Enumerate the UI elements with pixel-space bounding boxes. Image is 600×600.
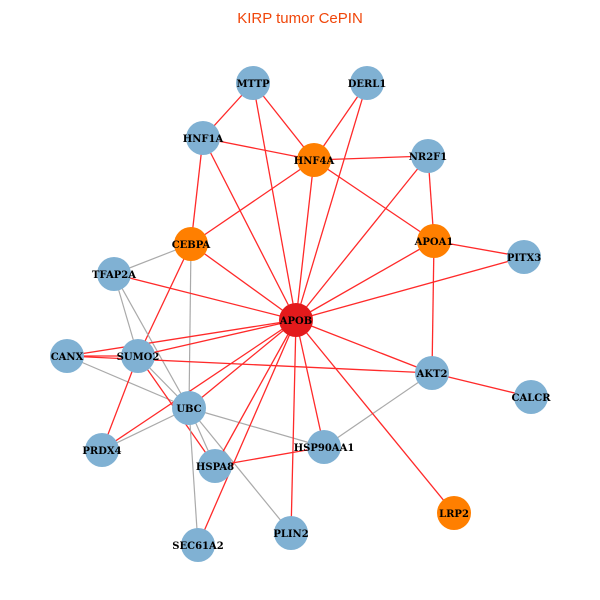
node-label: HSPA8 xyxy=(196,462,234,473)
node-circle xyxy=(198,449,232,483)
node-circle xyxy=(437,496,471,530)
edge-hsp90aa1-akt2 xyxy=(323,372,433,448)
node-calcr[interactable]: CALCR xyxy=(511,380,551,414)
node-apob[interactable]: APOB xyxy=(279,303,313,337)
node-label: NR2F1 xyxy=(409,152,447,163)
node-circle xyxy=(186,121,220,155)
node-apoa1[interactable]: APOA1 xyxy=(414,224,454,258)
node-circle xyxy=(172,391,206,425)
node-circle xyxy=(121,339,155,373)
node-akt2[interactable]: AKT2 xyxy=(415,356,449,390)
node-circle xyxy=(236,66,270,100)
edge-lrp2-apob xyxy=(295,319,455,514)
figure-title: KIRP tumor CePIN xyxy=(237,10,363,27)
edge-ubc-apob xyxy=(188,319,297,409)
node-tfap2a[interactable]: TFAP2A xyxy=(92,257,136,291)
edge-hnf1a-hnf4a xyxy=(202,137,315,161)
node-circle xyxy=(181,528,215,562)
node-label: AKT2 xyxy=(416,369,448,380)
node-label: TFAP2A xyxy=(92,270,136,281)
node-hnf1a[interactable]: HNF1A xyxy=(183,121,224,155)
node-prdx4[interactable]: PRDX4 xyxy=(82,433,122,467)
node-sec61a2[interactable]: SEC61A2 xyxy=(172,528,224,562)
node-circle xyxy=(50,339,84,373)
node-label: SEC61A2 xyxy=(172,541,223,552)
node-label: LRP2 xyxy=(439,509,469,520)
edge-sumo2-apob xyxy=(137,319,297,357)
edge-layer xyxy=(66,82,532,546)
node-circle xyxy=(507,240,541,274)
node-circle xyxy=(174,227,208,261)
node-hsp90aa1[interactable]: HSP90AA1 xyxy=(294,430,355,464)
edge-hspa8-apob xyxy=(214,319,297,467)
edge-hnf4a-apob xyxy=(295,159,315,321)
edge-plin2-apob xyxy=(290,319,297,534)
node-circle xyxy=(279,303,313,337)
edge-hnf4a-apoa1 xyxy=(313,159,435,242)
node-circle xyxy=(297,143,331,177)
edge-mttp-apob xyxy=(252,82,297,321)
edge-cebpa-apob xyxy=(190,243,297,321)
node-circle xyxy=(307,430,341,464)
node-circle xyxy=(350,66,384,100)
edge-apoa1-akt2 xyxy=(431,240,435,374)
node-circle xyxy=(85,433,119,467)
node-label: PITX3 xyxy=(507,253,541,264)
node-hspa8[interactable]: HSPA8 xyxy=(196,449,234,483)
edge-ubc-sec61a2 xyxy=(188,407,199,546)
edge-pitx3-apob xyxy=(295,256,525,321)
node-label: SUMO2 xyxy=(117,352,160,363)
node-circle xyxy=(274,516,308,550)
edge-apoa1-apob xyxy=(295,240,435,321)
node-label: PLIN2 xyxy=(273,529,308,540)
node-nr2f1[interactable]: NR2F1 xyxy=(409,139,447,173)
node-canx[interactable]: CANX xyxy=(50,339,84,373)
node-hnf4a[interactable]: HNF4A xyxy=(294,143,335,177)
node-label: CANX xyxy=(51,352,84,363)
edge-sec61a2-apob xyxy=(197,319,297,546)
edge-ubc-hsp90aa1 xyxy=(188,407,325,448)
edge-canx-apob xyxy=(66,319,297,357)
node-label: PRDX4 xyxy=(82,446,121,457)
node-label: DERL1 xyxy=(348,79,387,90)
edge-nr2f1-apob xyxy=(295,155,429,321)
node-label: APOA1 xyxy=(414,237,454,248)
node-label: HNF1A xyxy=(183,134,224,145)
node-ubc[interactable]: UBC xyxy=(172,391,206,425)
node-circle xyxy=(415,356,449,390)
edge-hnf4a-cebpa xyxy=(190,159,315,245)
node-circle xyxy=(97,257,131,291)
node-mttp[interactable]: MTTP xyxy=(236,66,270,100)
node-label: MTTP xyxy=(236,79,270,90)
node-circle xyxy=(411,139,445,173)
node-label: CALCR xyxy=(511,393,551,404)
node-label: HNF4A xyxy=(294,156,335,167)
node-label: HSP90AA1 xyxy=(294,443,355,454)
node-derl1[interactable]: DERL1 xyxy=(348,66,387,100)
node-sumo2[interactable]: SUMO2 xyxy=(117,339,160,373)
edge-hnf4a-nr2f1 xyxy=(313,155,429,161)
node-cebpa[interactable]: CEBPA xyxy=(172,227,211,261)
node-label: APOB xyxy=(279,316,312,327)
node-circle xyxy=(514,380,548,414)
edge-cebpa-sumo2 xyxy=(137,243,192,357)
node-pitx3[interactable]: PITX3 xyxy=(507,240,541,274)
edge-cebpa-ubc xyxy=(188,243,192,409)
edge-tfap2a-apob xyxy=(113,273,297,321)
edge-prdx4-apob xyxy=(101,319,297,451)
edge-hnf1a-apob xyxy=(202,137,297,321)
edge-tfap2a-ubc xyxy=(113,273,190,409)
edge-hnf1a-cebpa xyxy=(190,137,204,245)
edge-hsp90aa1-apob xyxy=(295,319,325,448)
edge-akt2-apob xyxy=(295,319,433,374)
node-label: UBC xyxy=(176,404,201,415)
node-circle xyxy=(417,224,451,258)
node-lrp2[interactable]: LRP2 xyxy=(437,496,471,530)
edge-ubc-plin2 xyxy=(188,407,292,534)
node-label: CEBPA xyxy=(172,240,211,251)
node-plin2[interactable]: PLIN2 xyxy=(273,516,309,550)
edge-derl1-apob xyxy=(295,82,368,321)
